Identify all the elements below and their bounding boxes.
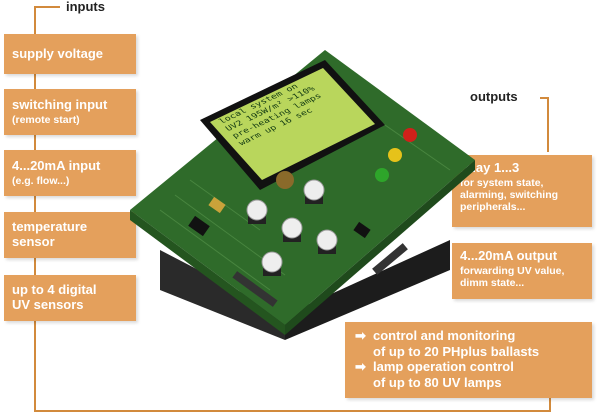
feature-line: of up to 20 PHplus ballasts bbox=[373, 343, 540, 359]
outputs-bracket-line bbox=[540, 97, 549, 152]
chip-icon bbox=[353, 221, 371, 239]
led-red-icon bbox=[403, 128, 417, 142]
lcd-screen bbox=[210, 68, 375, 180]
arrow-right-icon: ➡ bbox=[355, 328, 366, 343]
input-box-temperature-sensor: temperature sensor bbox=[4, 212, 136, 258]
output-sublabel: forwarding UV value, dimm state... bbox=[460, 264, 565, 289]
output-sublabel: for system state, alarming, switching pe… bbox=[460, 176, 559, 214]
input-sublabel: (e.g. flow...) bbox=[12, 174, 70, 187]
output-box-analog-output: 4...20mA output forwarding UV value, dim… bbox=[452, 243, 592, 299]
connector-icon bbox=[372, 243, 408, 275]
pcb-edge bbox=[285, 160, 475, 335]
output-box-relay: relay 1...3 for system state, alarming, … bbox=[452, 155, 592, 227]
input-label-line2: sensor bbox=[12, 234, 55, 249]
input-sublabel: (remote start) bbox=[12, 113, 80, 126]
keypad-button-icon bbox=[303, 179, 325, 201]
input-label: up to 4 digital bbox=[12, 282, 97, 298]
control-features-box: ➡ control and monitoring of up to 20 PHpl… bbox=[345, 322, 592, 398]
housing-side bbox=[285, 240, 450, 340]
pcb-edge-left bbox=[130, 210, 285, 335]
feature-line: lamp operation control bbox=[373, 359, 514, 375]
input-label: supply voltage bbox=[12, 45, 104, 61]
buzzer-icon bbox=[276, 171, 294, 189]
input-box-uv-sensors: up to 4 digital UV sensors bbox=[4, 275, 136, 321]
input-label: 4...20mA input bbox=[12, 158, 101, 173]
control-board-illustration: local system on UV2 195W/m² >110% pre-he… bbox=[130, 50, 475, 340]
feature-line: control and monitoring bbox=[373, 328, 516, 343]
led-yellow-icon bbox=[388, 148, 402, 162]
inputs-heading: inputs bbox=[62, 0, 109, 14]
keypad-button-icon bbox=[246, 199, 268, 221]
outputs-heading: outputs bbox=[466, 90, 522, 104]
housing bbox=[160, 250, 285, 340]
feature-line: of up to 80 UV lamps bbox=[373, 374, 502, 390]
input-box-supply-voltage: supply voltage bbox=[4, 34, 136, 74]
input-label: temperature bbox=[12, 219, 88, 235]
arrow-right-icon: ➡ bbox=[355, 359, 366, 375]
output-label: 4...20mA output bbox=[460, 248, 558, 263]
button-cluster bbox=[246, 179, 338, 276]
chip-icon bbox=[208, 196, 226, 214]
input-label: switching input bbox=[12, 97, 108, 112]
keypad-button-icon bbox=[281, 217, 303, 239]
connector-icon bbox=[232, 271, 278, 307]
input-box-analog-input: 4...20mA input (e.g. flow...) bbox=[4, 150, 136, 196]
keypad-button-icon bbox=[261, 251, 283, 273]
input-label-line2: UV sensors bbox=[12, 297, 84, 312]
led-green-icon bbox=[375, 168, 389, 182]
chip-icon bbox=[188, 215, 210, 237]
input-box-switching-input: switching input (remote start) bbox=[4, 89, 136, 135]
keypad-button-icon bbox=[316, 229, 338, 251]
inputs-bracket-line bbox=[34, 6, 551, 412]
pcb-board bbox=[130, 50, 475, 325]
